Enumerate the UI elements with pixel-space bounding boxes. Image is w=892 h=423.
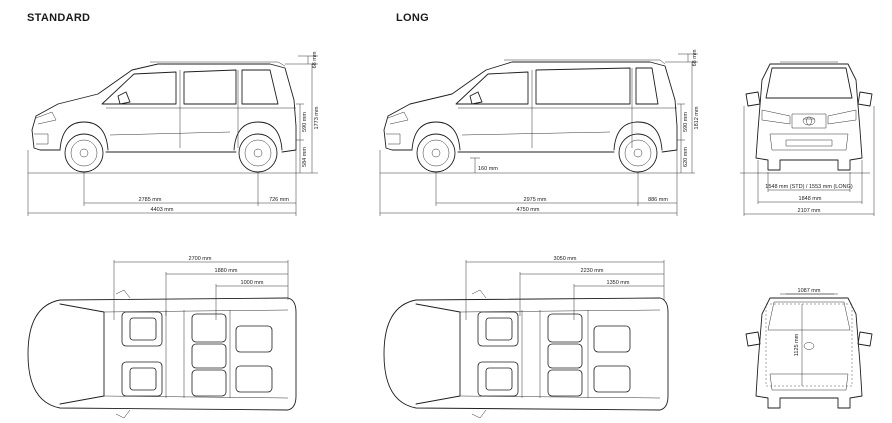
long-length-dim: 4750 mm [517,207,540,213]
front-mirror-width-dim: 2107 mm [798,208,821,214]
std-seat-row2-left [191,313,227,343]
rear-opening-height-dim: 1125 mm [794,333,800,356]
long-top-view: 3050 mm 2230 mm 1350 mm [383,256,669,419]
long-seat-front-left [477,311,519,347]
rear-view: 1087 mm 1125 mm [745,288,873,409]
long-seat-row2-right [547,369,583,397]
front-view: 1548 mm (STD) / 1553 mm (LONG) 1848 mm 2… [740,61,875,216]
long-rear-overhang-dim: 886 mm [648,197,668,203]
std-top-d2: 1880 mm [215,268,238,274]
rear-logo-icon [803,342,815,350]
std-seat-row3-right [235,365,273,393]
std-seat-row3-left [235,325,273,353]
long-seat-row2-middle [547,343,583,369]
long-ground-dim: 160 mm [478,166,498,172]
std-rear-overhang-dim: 726 mm [269,197,289,203]
std-window-dim: 590 mm [302,112,308,132]
long-seat-row3-left [593,325,631,353]
long-wheelbase-dim: 2975 mm [524,197,547,203]
std-roof-dim: 68 mm [312,51,318,68]
long-seat-row2-left [547,313,583,343]
long-seat-front-right [477,361,519,397]
long-top-d1: 3050 mm [554,256,577,262]
toyota-logo-icon [802,116,816,126]
long-top-d3: 1350 mm [607,280,630,286]
std-height-dim: 1773 mm [314,106,320,129]
std-seat-row2-middle [191,343,227,369]
long-window-dim: 590 mm [683,112,689,132]
std-wheelbase-dim: 2785 mm [139,197,162,203]
long-height-dim: 1812 mm [694,106,700,129]
std-top-d3: 1000 mm [241,280,264,286]
front-track-dim: 1548 mm (STD) / 1553 mm (LONG) [765,184,853,190]
std-top-d1: 2700 mm [189,256,212,262]
title-standard: STANDARD [27,12,91,24]
long-seat-row3-right [593,365,631,393]
front-body-width-dim: 1848 mm [799,196,822,202]
std-sill-dim: 584 mm [302,147,308,167]
standard-top-view: 2700 mm 1880 mm 1000 mm [27,256,297,419]
rear-opening-width-dim: 1087 mm [798,288,821,294]
long-top-d2: 2230 mm [581,268,604,274]
long-side-view: 68 mm 590 mm 1812 mm 620 mm 160 mm 2975 … [379,49,700,216]
long-roof-dim: 68 mm [692,49,698,66]
long-sill-dim: 620 mm [683,147,689,167]
std-length-dim: 4403 mm [151,207,174,213]
title-long: LONG [396,12,429,24]
std-seat-row2-right [191,369,227,397]
standard-side-view: 68 mm 590 mm 1773 mm 584 mm 2785 mm 726 … [27,51,320,216]
std-seat-front-right [121,361,163,397]
std-seat-front-left [121,311,163,347]
